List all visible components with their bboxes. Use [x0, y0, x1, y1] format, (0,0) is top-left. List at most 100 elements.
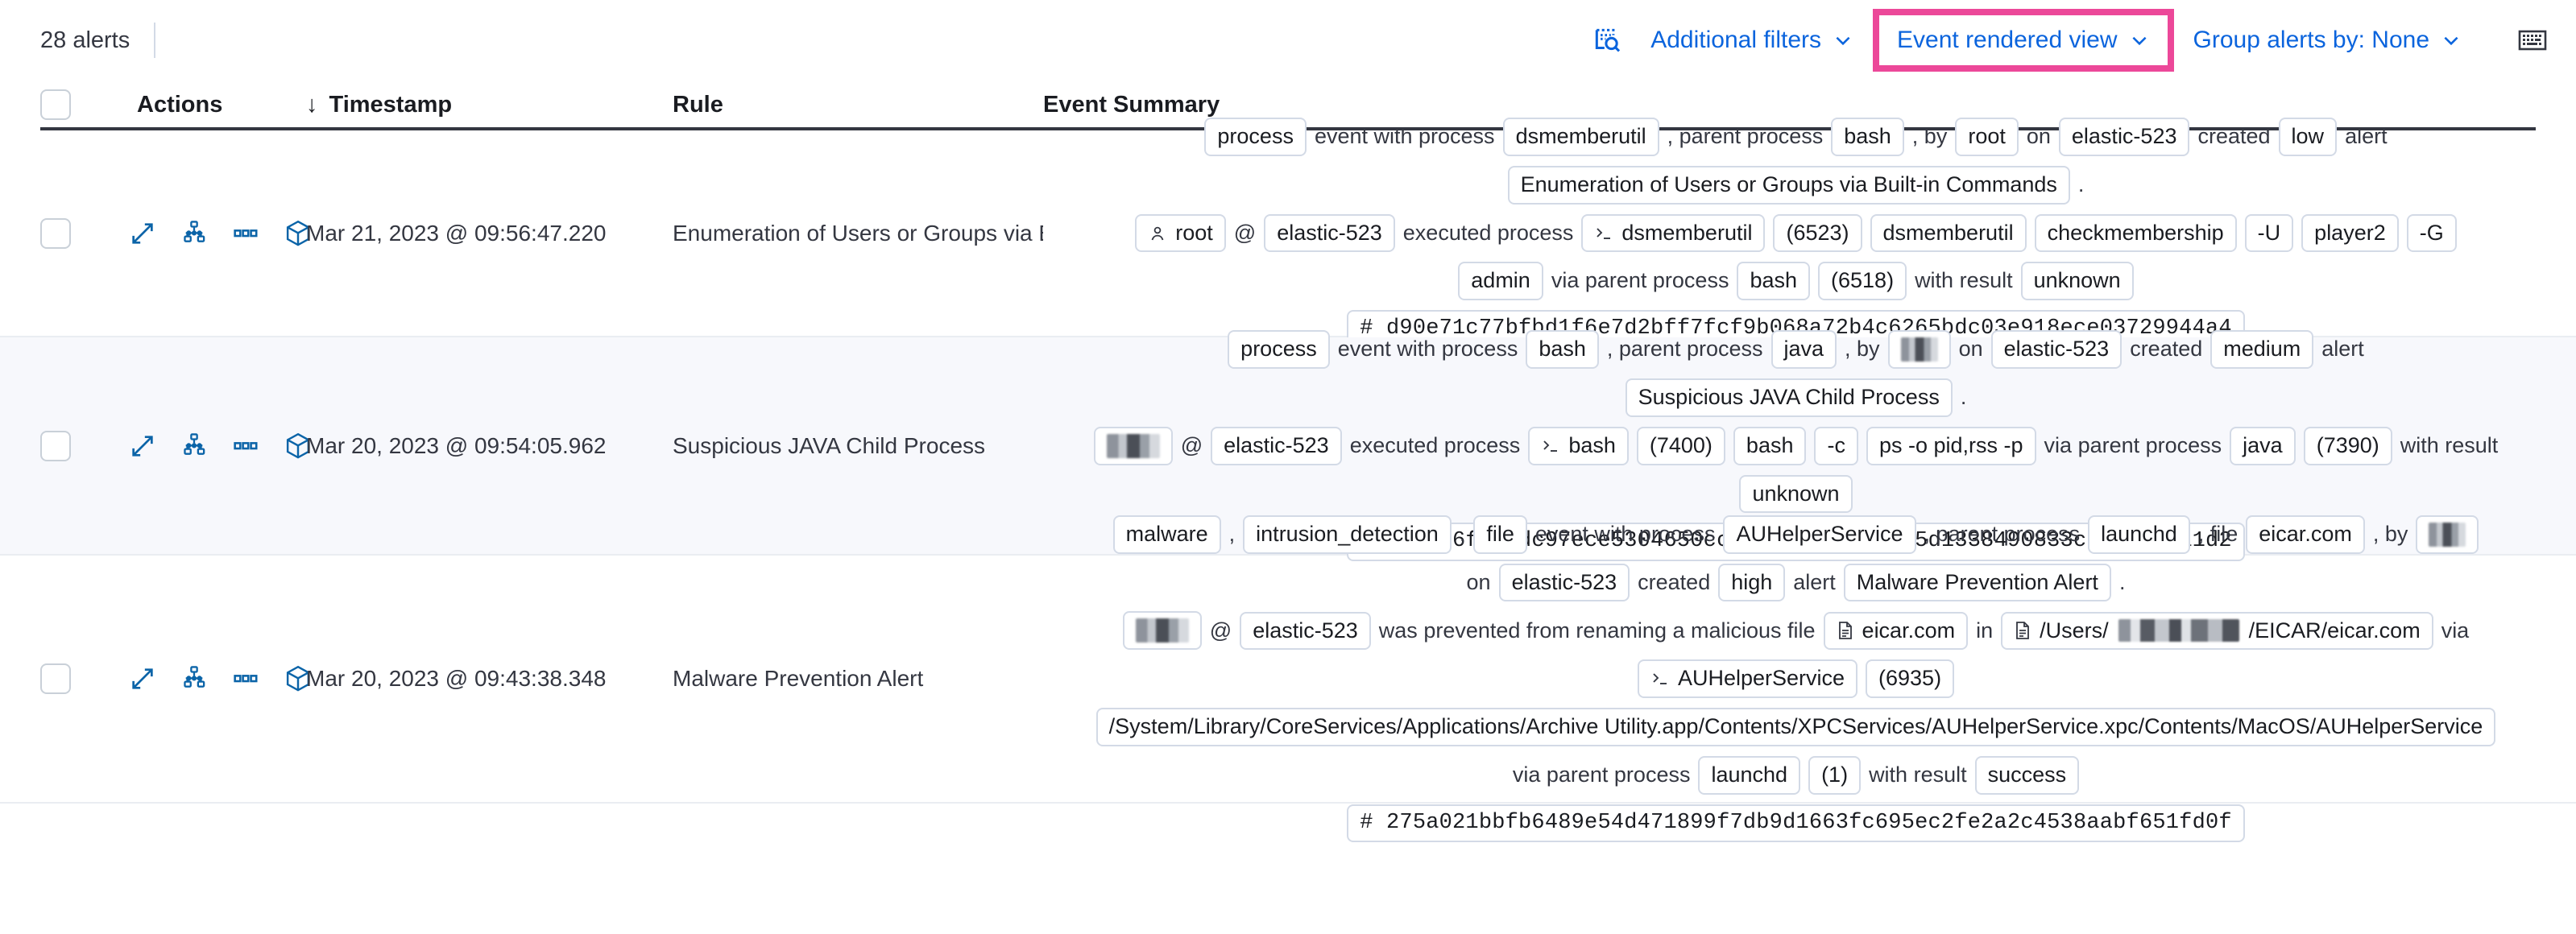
more-actions-icon[interactable]	[232, 663, 259, 695]
summary-chip[interactable]: unknown	[2020, 262, 2134, 301]
summary-chip[interactable]: root	[1955, 118, 2019, 156]
summary-text: on	[1466, 569, 1491, 594]
summary-text: in	[1976, 618, 1994, 643]
row-rule-name[interactable]: Suspicious JAVA Child Process	[673, 432, 986, 458]
session-view-icon[interactable]	[284, 663, 313, 695]
summary-chip[interactable]: elastic-523	[1211, 426, 1342, 465]
summary-chip[interactable]: process	[1204, 118, 1307, 156]
expand-icon[interactable]	[129, 217, 156, 250]
summary-chip[interactable]: unknown	[1739, 474, 1853, 514]
summary-chip[interactable]: Malware Prevention Alert	[1843, 563, 2111, 602]
summary-chip[interactable]: bash	[1733, 426, 1807, 465]
summary-chip[interactable]: elastic-523	[1240, 611, 1371, 651]
summary-chip[interactable]: admin	[1458, 262, 1543, 301]
summary-chip[interactable]	[1122, 611, 1202, 651]
event-rendered-view-button[interactable]: Event rendered view	[1882, 20, 2164, 60]
summary-chip[interactable]	[1093, 426, 1173, 465]
row-rule-name[interactable]: Enumeration of Users or Groups via Bui	[673, 220, 1043, 246]
keyboard-shortcuts-icon[interactable]	[2518, 28, 2547, 52]
session-view-icon[interactable]	[284, 217, 313, 250]
summary-chip[interactable]: eicar.com	[1823, 611, 1969, 651]
chip-label: bash	[1844, 124, 1891, 149]
summary-chip[interactable]: (6523)	[1773, 213, 1862, 253]
analyzer-icon	[180, 220, 208, 247]
summary-chip[interactable]: elastic-523	[2058, 118, 2190, 156]
chip-label: Malware Prevention Alert	[1856, 569, 2098, 594]
summary-chip[interactable]: bash	[1831, 118, 1904, 156]
summary-chip[interactable]: elastic-523	[1498, 563, 1630, 602]
summary-chip[interactable]: (6935)	[1866, 659, 1955, 699]
summary-chip[interactable]: success	[1974, 755, 2080, 795]
summary-chip[interactable]: Enumeration of Users or Groups via Built…	[1507, 165, 2070, 205]
group-alerts-by-button[interactable]: Group alerts by: None	[2179, 20, 2476, 60]
header-timestamp[interactable]: ↓ Timestamp	[306, 92, 673, 118]
summary-chip[interactable]: (1)	[1808, 755, 1862, 795]
chip-label: elastic-523	[1224, 432, 1329, 457]
more-actions-icon[interactable]	[232, 217, 259, 250]
summary-chip[interactable]: high	[1718, 563, 1786, 602]
analyzer-icon[interactable]	[180, 430, 208, 462]
session-view-icon[interactable]	[284, 430, 313, 462]
chip-label: eicar.com	[1862, 618, 1956, 643]
summary-chip[interactable]: Suspicious JAVA Child Process	[1625, 378, 1953, 417]
summary-chip[interactable]: checkmembership	[2034, 213, 2237, 253]
summary-text: on	[2026, 124, 2051, 149]
expand-icon[interactable]	[129, 663, 156, 695]
summary-chip[interactable]: ps -o pid,rss -p	[1866, 426, 2036, 465]
summary-chip[interactable]: java	[1770, 330, 1837, 369]
summary-chip[interactable]: bash	[1528, 426, 1629, 465]
summary-chip[interactable]: /Users//EICAR/eicar.com	[2001, 611, 2433, 651]
summary-chip[interactable]: player2	[2301, 213, 2399, 253]
table-header-row: Actions ↓ Timestamp Rule Event Summary	[0, 81, 2576, 129]
summary-chip[interactable]: dsmemberutil	[1870, 213, 2027, 253]
summary-chip[interactable]: elastic-523	[1264, 213, 1395, 253]
summary-chip[interactable]: intrusion_detection	[1243, 515, 1452, 554]
header-rule[interactable]: Rule	[673, 91, 723, 118]
summary-chip[interactable]: AUHelperService	[1723, 515, 1916, 554]
row-select-checkbox[interactable]	[40, 430, 81, 461]
summary-chip[interactable]: /System/Library/CoreServices/Application…	[1095, 708, 2496, 746]
row-select-checkbox[interactable]	[40, 217, 81, 249]
summary-chip[interactable]: java	[2230, 426, 2296, 465]
analyzer-icon[interactable]	[180, 217, 208, 250]
summary-chip[interactable]: launchd	[2088, 515, 2190, 554]
summary-chip[interactable]: (7400)	[1636, 426, 1725, 465]
summary-chip[interactable]: elastic-523	[1990, 330, 2123, 369]
row-select-checkbox[interactable]	[40, 663, 81, 694]
summary-chip[interactable]: -c	[1814, 426, 1858, 465]
summary-chip[interactable]: file	[1473, 515, 1527, 554]
chip-label: launchd	[1711, 762, 1788, 787]
summary-chip[interactable]: (6518)	[1818, 262, 1907, 301]
summary-chip[interactable]: launchd	[1698, 755, 1801, 795]
filter-search-icon[interactable]	[1589, 23, 1625, 58]
summary-chip[interactable]: root	[1135, 213, 1226, 253]
summary-chip[interactable]: low	[2278, 118, 2338, 156]
summary-chip[interactable]: AUHelperService	[1637, 659, 1858, 699]
more-actions-icon[interactable]	[232, 430, 259, 462]
select-all-checkbox[interactable]	[40, 89, 81, 120]
summary-chip[interactable]: eicar.com	[2246, 515, 2365, 554]
summary-chip[interactable]: process	[1228, 330, 1330, 369]
row-rule-name[interactable]: Malware Prevention Alert	[673, 666, 924, 691]
summary-chip[interactable]: -G	[2406, 213, 2457, 253]
summary-chip[interactable]: bash	[1526, 330, 1599, 369]
summary-text: alert	[2321, 337, 2364, 362]
summary-chip[interactable]: dsmemberutil	[1581, 213, 1766, 253]
summary-chip[interactable]	[1887, 329, 1951, 369]
additional-filters-button[interactable]: Additional filters	[1636, 20, 1868, 60]
summary-text: event with process	[1314, 124, 1495, 149]
summary-chip[interactable]	[2416, 515, 2479, 554]
analyzer-icon[interactable]	[180, 663, 208, 695]
header-event-summary[interactable]: Event Summary	[1043, 91, 1220, 118]
summary-chip[interactable]: medium	[2210, 330, 2314, 369]
summary-chip[interactable]: bash	[1737, 262, 1811, 301]
chip-label: elastic-523	[2071, 124, 2177, 149]
summary-chip[interactable]: (7390)	[2303, 426, 2392, 465]
summary-chip[interactable]: malware	[1112, 515, 1221, 554]
expand-icon[interactable]	[129, 430, 156, 462]
summary-chip[interactable]: # 275a021bbfb6489e54d471899f7db9d1663fc6…	[1347, 804, 2245, 843]
summary-chip[interactable]: -U	[2244, 213, 2294, 253]
summary-chip[interactable]: dsmemberutil	[1502, 118, 1659, 156]
